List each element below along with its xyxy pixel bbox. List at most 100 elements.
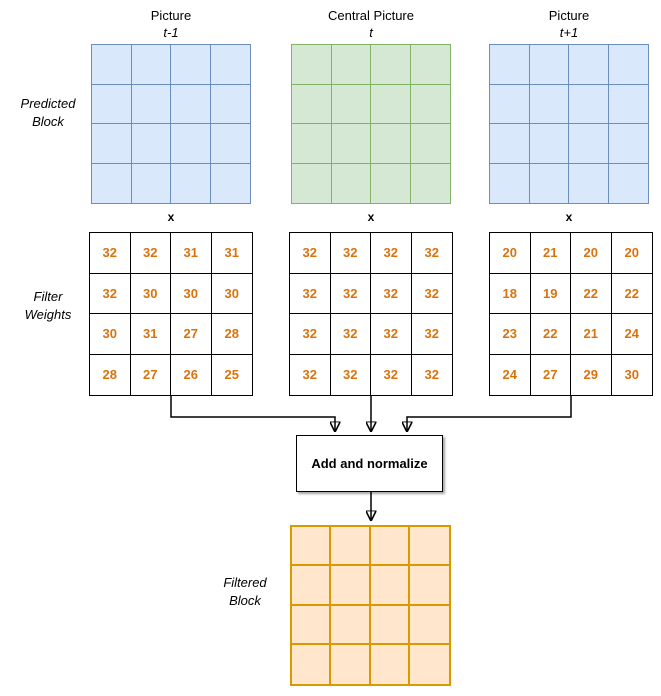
filter-weight-cell: 32 [411,314,452,355]
filter-weight-cell: 32 [330,314,371,355]
picture-title-t-plus-1: Picture t+1 [489,7,649,41]
filtered-cell [331,605,371,645]
filtered-cell [370,566,410,606]
filter-weight-cell: 22 [530,314,571,355]
filter-weight-cell: 20 [490,233,531,274]
picture-cell [529,163,569,203]
picture-grid-t-minus-1 [91,44,251,204]
picture-cell [569,163,609,203]
filtered-cell [331,566,371,606]
filter-weight-cell: 32 [371,354,412,395]
filter-weight-cell: 28 [211,314,252,355]
picture-cell [490,84,530,124]
filter-weight-cell: 21 [571,314,612,355]
filter-weight-cell: 30 [130,273,171,314]
filter-weight-cell: 31 [171,233,212,274]
picture-cell [210,84,250,124]
picture-cell [92,84,132,124]
multiply-symbol: x [367,210,375,224]
picture-subtitle-text: t+1 [559,25,579,40]
filter-weight-cell: 32 [371,233,412,274]
picture-cell [92,124,132,164]
picture-title-central: Central Picture t [291,7,451,41]
filter-weight-cell: 30 [611,354,652,395]
picture-cell [171,124,211,164]
picture-cell [410,84,450,124]
filter-weight-cell: 32 [330,233,371,274]
picture-cell [529,124,569,164]
picture-cell [569,45,609,85]
picture-cell [331,124,371,164]
filter-weights-label: Filter Weights [24,289,72,322]
predicted-block-label: Predicted Block [20,96,76,129]
filter-weight-cell: 32 [411,354,452,395]
filtered-cell [292,605,332,645]
filter-weight-cell: 32 [290,273,331,314]
picture-cell [371,84,411,124]
picture-cell [92,45,132,85]
multiply-symbol: x [167,210,175,224]
filter-weight-cell: 19 [530,273,571,314]
picture-cell [292,84,332,124]
filter-weight-cell: 18 [490,273,531,314]
picture-cell [490,124,530,164]
filter-weight-cell: 22 [611,273,652,314]
picture-cell [131,124,171,164]
picture-cell [410,163,450,203]
filter-weight-cell: 20 [611,233,652,274]
filtered-cell [292,644,332,684]
picture-cell [569,124,609,164]
filtered-cell [370,644,410,684]
filtered-block-grid [290,525,451,686]
add-and-normalize-box: Add and normalize [296,435,443,492]
filter-weight-cell: 32 [90,233,131,274]
filter-weight-cell: 20 [571,233,612,274]
picture-cell [490,163,530,203]
picture-cell [529,45,569,85]
picture-subtitle-text: t [369,25,373,40]
add-and-normalize-label: Add and normalize [311,456,428,471]
picture-cell [608,163,648,203]
filter-weight-cell: 32 [330,273,371,314]
picture-cell [171,45,211,85]
filter-weight-cell: 32 [411,233,452,274]
filtered-cell [409,644,449,684]
picture-grid-t-plus-1 [489,44,649,204]
filter-weight-cell: 32 [290,354,331,395]
picture-title-text: Picture [150,8,192,23]
picture-cell [331,45,371,85]
picture-cell [608,84,648,124]
filtered-cell [292,566,332,606]
filter-weight-cell: 31 [211,233,252,274]
picture-cell [331,163,371,203]
filter-weight-cell: 27 [530,354,571,395]
picture-title-t-minus-1: Picture t-1 [91,7,251,41]
picture-cell [210,124,250,164]
filter-weight-cell: 31 [130,314,171,355]
filtered-cell [331,644,371,684]
filter-weight-cell: 21 [530,233,571,274]
filter-weight-cell: 32 [290,314,331,355]
picture-title-text: Central Picture [328,8,414,23]
filtered-cell [370,605,410,645]
filtered-block-label: Filtered Block [223,575,267,608]
filter-weight-cell: 24 [611,314,652,355]
picture-cell [371,163,411,203]
filter-weight-cell: 32 [411,273,452,314]
filter-weight-cell: 24 [490,354,531,395]
picture-cell [292,45,332,85]
filter-weight-cell: 32 [371,273,412,314]
picture-cell [171,163,211,203]
filter-weight-cell: 32 [130,233,171,274]
filtered-cell [331,527,371,567]
filter-weight-cell: 32 [330,354,371,395]
filter-weight-cell: 22 [571,273,612,314]
filter-weight-cell: 30 [90,314,131,355]
picture-grid-central [291,44,451,204]
picture-cell [371,45,411,85]
picture-cell [131,45,171,85]
